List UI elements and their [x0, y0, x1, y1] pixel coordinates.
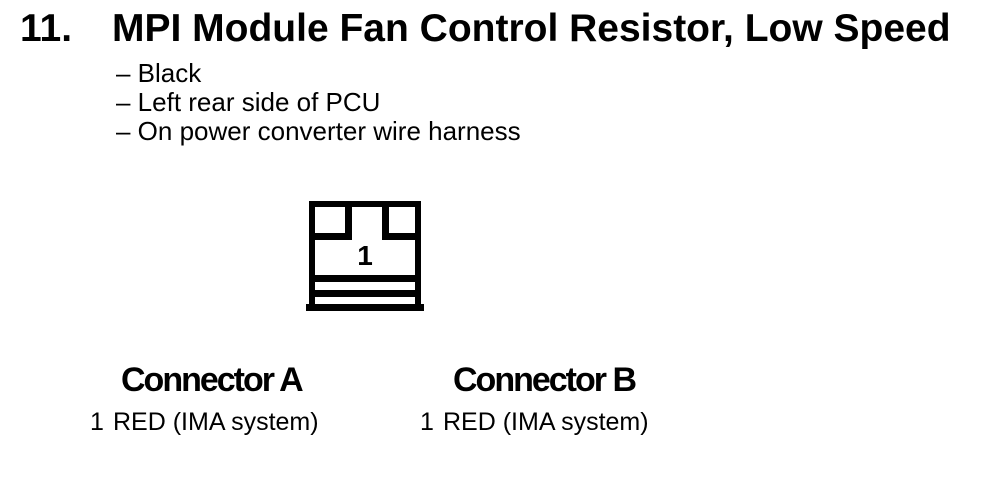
connector-diagram: 1: [306, 201, 424, 311]
note-harness: – On power converter wire harness: [116, 116, 521, 146]
note-location: – Left rear side of PCU: [116, 87, 381, 117]
page-title: MPI Module Fan Control Resistor, Low Spe…: [112, 7, 951, 50]
diagram-shelf-left: [315, 233, 352, 240]
connector-a-heading: Connector A: [121, 361, 304, 399]
diagram-bottom-wall: [306, 304, 424, 311]
diagram-right-wall: [415, 201, 421, 304]
connector-a-pin-number: 1: [90, 408, 104, 436]
connector-b-pin-number: 1: [420, 408, 434, 436]
connector-b-heading: Connector B: [453, 361, 637, 399]
connector-b-pin-wire: RED (IMA system): [443, 408, 649, 436]
connector-a-pin-wire: RED (IMA system): [113, 408, 319, 436]
diagram-lock-bar-upper: [315, 275, 415, 282]
diagram-shelf-right: [382, 233, 415, 240]
cavity-1-label: 1: [357, 240, 373, 271]
diagram-rib-left: [345, 207, 352, 240]
diagram-top-wall: [309, 201, 421, 207]
location-notes: – Black – Left rear side of PCU – On pow…: [116, 59, 521, 146]
note-color: – Black: [116, 58, 202, 88]
diagram-rib-right: [382, 207, 389, 240]
diagram-lock-bar-lower: [315, 290, 415, 297]
diagram-left-wall: [309, 201, 315, 304]
item-number: 11.: [20, 7, 73, 50]
